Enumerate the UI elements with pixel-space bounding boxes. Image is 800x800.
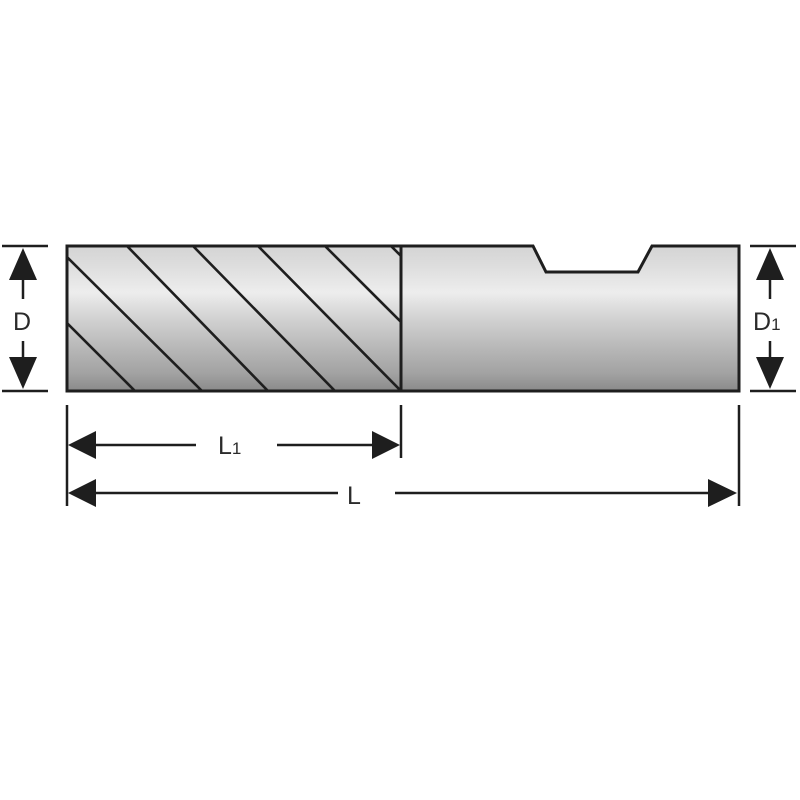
shank-outline bbox=[65, 244, 741, 393]
dimension-L bbox=[68, 479, 737, 507]
label-L1: L1 bbox=[218, 432, 241, 460]
arrow-right-icon bbox=[372, 431, 400, 459]
arrow-up-icon bbox=[9, 248, 37, 280]
flute-lines bbox=[67, 246, 401, 391]
label-D: D bbox=[13, 308, 31, 336]
arrow-left-icon bbox=[68, 479, 96, 507]
arrow-right-icon bbox=[708, 479, 737, 507]
label-D1: D1 bbox=[753, 308, 781, 336]
arrow-down-icon bbox=[9, 357, 37, 389]
label-L: L bbox=[347, 482, 361, 510]
arrow-left-icon bbox=[68, 431, 96, 459]
arrow-down-icon bbox=[756, 357, 784, 389]
length-extension-lines bbox=[65, 405, 741, 506]
tool-body bbox=[65, 244, 741, 393]
arrow-up-icon bbox=[756, 248, 784, 280]
dimension-D bbox=[2, 244, 48, 393]
dimension-L1 bbox=[68, 431, 400, 459]
dimension-D1 bbox=[750, 244, 796, 393]
